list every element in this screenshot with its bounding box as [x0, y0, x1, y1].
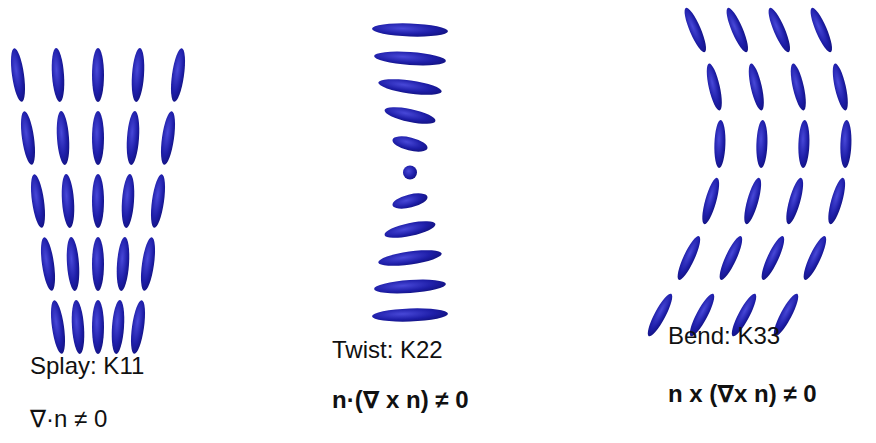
molecule — [60, 174, 76, 229]
molecule — [383, 218, 437, 242]
molecule — [783, 176, 807, 225]
molecule — [92, 300, 104, 354]
molecule — [383, 104, 437, 128]
molecule — [377, 247, 442, 269]
molecule — [110, 300, 126, 355]
splay-molecules — [8, 47, 187, 354]
deformation-label: Bend: K33 — [668, 322, 780, 350]
molecule — [92, 174, 104, 228]
twist-molecules — [372, 22, 448, 323]
molecule — [158, 110, 177, 165]
molecule — [372, 307, 448, 323]
molecule — [830, 62, 851, 111]
molecule — [28, 173, 47, 228]
molecule — [716, 234, 746, 282]
molecule — [168, 47, 187, 102]
molecule — [807, 6, 836, 54]
molecule — [374, 278, 447, 296]
molecule — [723, 6, 752, 54]
molecule — [128, 299, 147, 354]
molecule — [765, 6, 794, 54]
molecule — [391, 190, 429, 211]
molecule — [840, 120, 853, 168]
molecule — [120, 174, 136, 229]
molecule — [148, 173, 167, 228]
molecule — [55, 111, 71, 166]
molecule — [758, 234, 788, 282]
molecule — [92, 237, 104, 291]
deformation-label: Splay: K11 — [30, 352, 144, 380]
molecule — [681, 6, 710, 54]
molecule — [674, 234, 704, 282]
molecule — [741, 176, 765, 225]
molecule — [50, 48, 66, 103]
molecule — [92, 111, 104, 165]
deformation-label: Twist: K22 — [332, 336, 443, 364]
molecule — [48, 299, 67, 354]
molecule — [825, 176, 849, 225]
molecule — [391, 133, 429, 154]
formula-label: ∇·n ≠ 0 — [30, 405, 107, 433]
bend-molecules — [644, 6, 852, 339]
molecule — [115, 237, 131, 292]
molecule — [18, 110, 37, 165]
molecule — [714, 120, 727, 168]
molecule — [65, 237, 81, 292]
molecule — [374, 50, 447, 68]
molecule — [377, 76, 442, 98]
molecule — [372, 22, 448, 38]
molecule — [800, 234, 830, 282]
formula-label: n·(∇ x n) ≠ 0 — [332, 386, 469, 414]
molecule — [756, 120, 769, 168]
formula-label: n x (∇x n) ≠ 0 — [668, 380, 817, 408]
molecule — [130, 48, 146, 103]
molecule — [138, 236, 157, 291]
molecule — [70, 300, 86, 355]
molecule — [38, 236, 57, 291]
molecule — [746, 62, 767, 111]
molecule — [403, 166, 417, 180]
molecule — [798, 120, 811, 168]
molecule — [788, 62, 809, 111]
molecule — [699, 176, 723, 225]
molecule — [8, 47, 27, 102]
molecule — [125, 111, 141, 166]
molecule — [92, 48, 104, 102]
molecule — [704, 62, 725, 111]
